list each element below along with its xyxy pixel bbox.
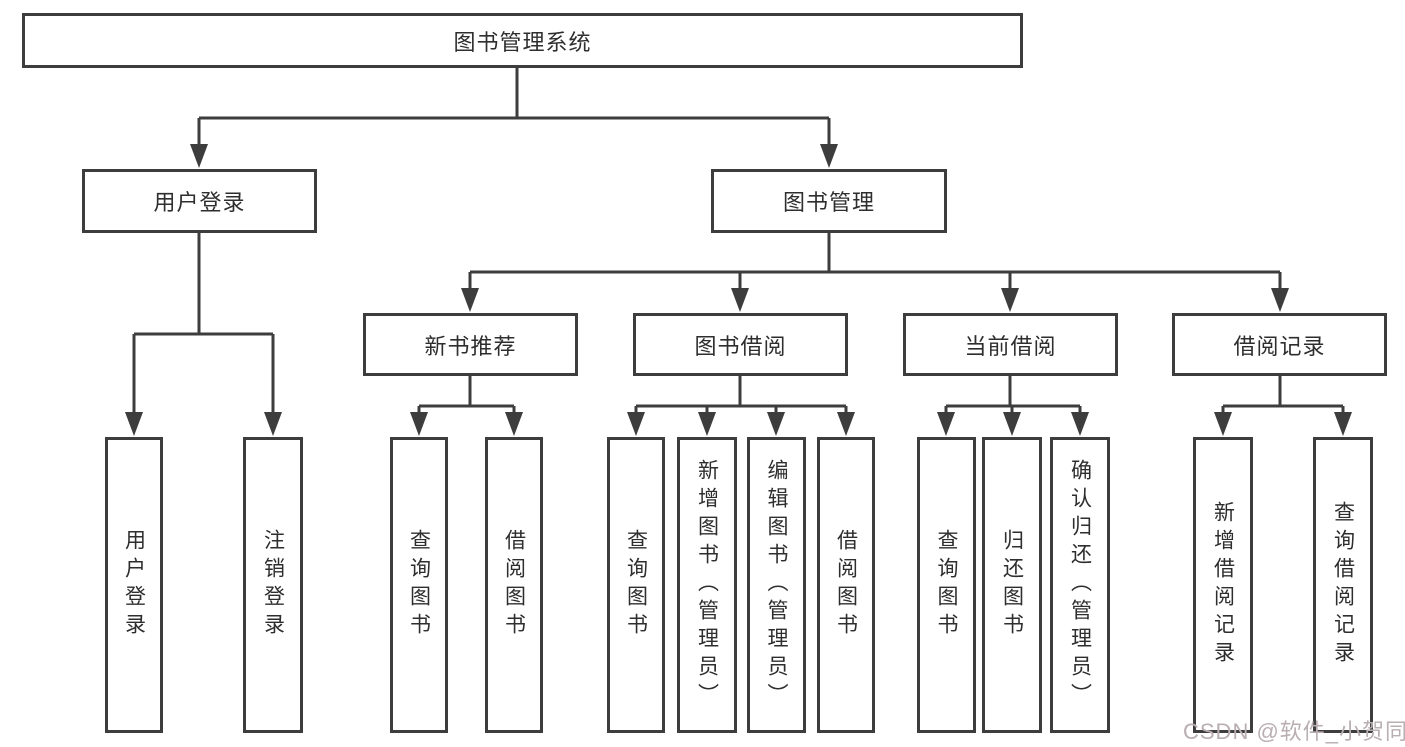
node-label: 新增图书（管理员） [695, 459, 719, 711]
leaf-borrow-query: 查询图书 [607, 437, 665, 733]
node-label: 查询图书 [935, 529, 958, 641]
node-label: 借阅记录 [1233, 333, 1326, 359]
node-label: 查询借阅记录 [1331, 501, 1355, 669]
node-label: 查询图书 [624, 529, 648, 641]
leaf-newbook-borrow: 借阅图书 [485, 437, 543, 733]
node-label: 当前借阅 [964, 333, 1057, 359]
node-label: 查询图书 [407, 529, 431, 641]
node-label: 注销登录 [261, 529, 285, 641]
node-new-book-recommend: 新书推荐 [363, 313, 578, 376]
leaf-current-return: 归还图书 [982, 437, 1042, 733]
leaf-record-query: 查询借阅记录 [1313, 437, 1373, 733]
node-label: 用户登录 [153, 190, 246, 215]
node-label: 归还图书 [1000, 529, 1024, 641]
leaf-current-confirm: 确认归还（管理员） [1050, 437, 1110, 733]
node-book-borrow: 图书借阅 [633, 313, 848, 376]
leaf-borrow-borrow: 借阅图书 [817, 437, 875, 733]
node-label: 图书管理 [782, 190, 875, 215]
node-label: 借阅图书 [834, 529, 858, 641]
watermark: CSDN @软件_小贺同学 [1183, 719, 1405, 744]
leaf-newbook-query: 查询图书 [390, 437, 448, 733]
node-current-borrow: 当前借阅 [903, 313, 1118, 376]
leaf-user-login: 用户登录 [105, 437, 163, 733]
leaf-borrow-edit: 编辑图书（管理员） [747, 437, 806, 733]
leaf-borrow-add: 新增图书（管理员） [677, 437, 737, 733]
node-label: 确认归还（管理员） [1068, 459, 1092, 711]
leaf-logout: 注销登录 [243, 437, 303, 733]
node-label: 编辑图书（管理员） [765, 459, 788, 711]
node-book-management: 图书管理 [711, 169, 947, 233]
node-user-login: 用户登录 [82, 169, 317, 233]
node-label: 图书借阅 [694, 333, 787, 359]
leaf-record-add: 新增借阅记录 [1193, 437, 1253, 733]
node-label: 图书管理系统 [453, 29, 592, 55]
node-label: 新增借阅记录 [1211, 501, 1235, 669]
node-root: 图书管理系统 [22, 13, 1023, 68]
node-label: 用户登录 [122, 529, 146, 641]
leaf-current-query: 查询图书 [917, 437, 976, 733]
node-borrow-record: 借阅记录 [1172, 313, 1387, 376]
node-label: 新书推荐 [424, 333, 517, 359]
node-label: 借阅图书 [502, 529, 526, 641]
